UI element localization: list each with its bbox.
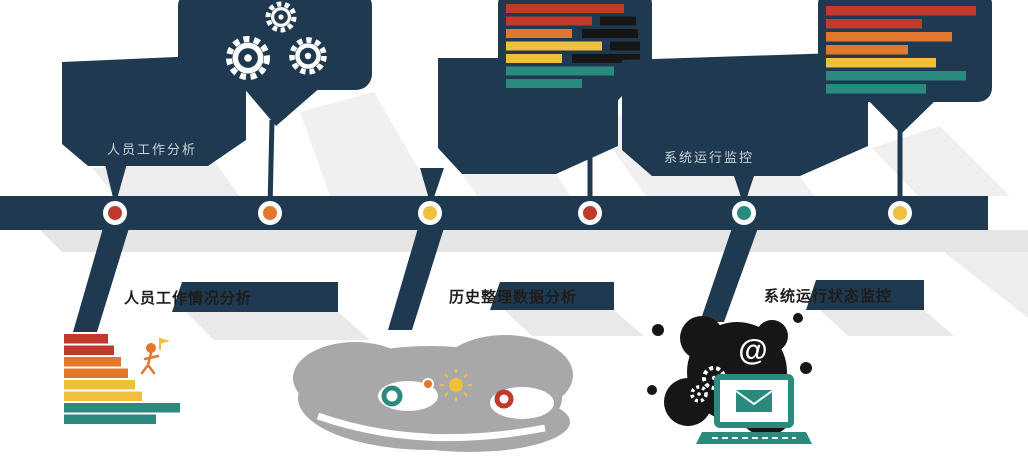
shadow xyxy=(872,126,1010,196)
shadow xyxy=(820,310,954,336)
chart-bar-secondary xyxy=(610,41,640,51)
top-callout-1-label: 人员工作分析 xyxy=(107,142,197,157)
timeline-node-dot xyxy=(583,206,597,220)
marker-red-icon xyxy=(494,389,514,409)
growth-bar-chart-icon xyxy=(826,6,976,94)
timeline-node-dot xyxy=(737,206,751,220)
chart-bar xyxy=(506,29,572,38)
chart-bar xyxy=(826,32,952,42)
chart-bar xyxy=(64,380,135,390)
growth-chart-bubble xyxy=(818,0,992,208)
chart-bar xyxy=(826,58,936,68)
banner-tail xyxy=(73,228,129,332)
envelope-icon xyxy=(735,390,773,412)
banner-tail xyxy=(700,228,758,322)
cloud-highlight xyxy=(490,387,554,419)
chart-bar xyxy=(506,54,562,63)
bubble-tail xyxy=(242,86,322,126)
gears-bubble xyxy=(178,0,372,209)
callout-tail xyxy=(420,168,444,206)
staircase-bars-icon xyxy=(64,334,180,424)
cloud-icon xyxy=(293,335,573,452)
timeline-bar-shadow xyxy=(40,230,1028,252)
timeline-node-dot xyxy=(423,206,437,220)
chart-bar xyxy=(506,16,592,26)
banner-tail xyxy=(388,228,444,330)
chart-bar xyxy=(64,334,108,344)
process-bar-chart-icon xyxy=(506,4,644,88)
shadow xyxy=(944,252,1028,318)
banner-3-label: 历史整理数据分析 xyxy=(449,288,577,306)
bubble-shape xyxy=(178,0,372,90)
timeline-node-dot xyxy=(893,206,907,220)
marker-orange-icon xyxy=(422,378,434,390)
banner-5: 系统运行状态监控 xyxy=(700,228,924,322)
callout-tail xyxy=(104,160,128,206)
chart-bar xyxy=(64,391,142,401)
chart-bar-secondary xyxy=(600,16,636,26)
staff-staircase-chart xyxy=(64,334,180,424)
banner-1: 人员工作情况分析 xyxy=(73,228,338,332)
chart-bar xyxy=(826,19,922,29)
callout-shape xyxy=(622,52,868,176)
gear-icon xyxy=(289,37,327,75)
timeline-node-dot xyxy=(108,206,122,220)
banner-5-label: 系统运行状态监控 xyxy=(764,287,892,305)
chart-bar xyxy=(506,66,614,76)
bubble-tail xyxy=(560,92,626,128)
connector-line xyxy=(267,119,275,209)
gear-icon xyxy=(226,36,270,80)
chart-bar xyxy=(826,71,966,81)
banner-shape xyxy=(806,280,924,310)
person-icon xyxy=(140,343,160,375)
chart-bar xyxy=(64,368,128,378)
process-chart-bubble xyxy=(498,0,652,208)
chart-bar xyxy=(826,45,908,55)
callout-tail xyxy=(732,170,756,206)
top-callout-5: 系统运行监控 xyxy=(622,52,868,206)
chart-bar xyxy=(826,84,926,94)
banner-shape xyxy=(172,282,338,312)
chart-bar-secondary xyxy=(582,29,638,38)
timeline-nodes xyxy=(103,201,912,225)
chart-bar xyxy=(64,345,114,355)
shadow xyxy=(504,310,644,336)
timeline-bar xyxy=(0,196,988,230)
chart-bar-secondary xyxy=(572,54,640,63)
chart-bar xyxy=(506,79,582,88)
cloud-swoosh xyxy=(316,412,546,442)
ink-splat-icon: @ xyxy=(647,313,812,444)
chart-bar xyxy=(826,6,976,16)
small-gear-icon xyxy=(690,385,708,403)
chart-bar xyxy=(506,4,624,13)
banner-3: 历史整理数据分析 xyxy=(388,228,614,330)
chart-bar xyxy=(64,357,121,367)
shadow xyxy=(300,92,434,196)
shadow xyxy=(186,312,370,340)
marker-teal-icon xyxy=(381,385,403,407)
timeline-node-dot xyxy=(263,206,277,220)
chart-bar xyxy=(64,414,156,424)
bubble-tail xyxy=(866,98,938,134)
flag-icon xyxy=(159,338,170,350)
marker-sun-icon xyxy=(440,369,472,401)
gear-icon xyxy=(265,1,297,33)
banner-shape xyxy=(490,282,614,310)
chart-bar xyxy=(64,403,180,413)
banner-1-label: 人员工作情况分析 xyxy=(124,289,252,307)
laptop-icon xyxy=(696,374,812,444)
at-sign-icon: @ xyxy=(738,334,767,367)
chart-bar xyxy=(506,41,602,51)
top-callout-5-label: 系统运行监控 xyxy=(664,150,754,165)
